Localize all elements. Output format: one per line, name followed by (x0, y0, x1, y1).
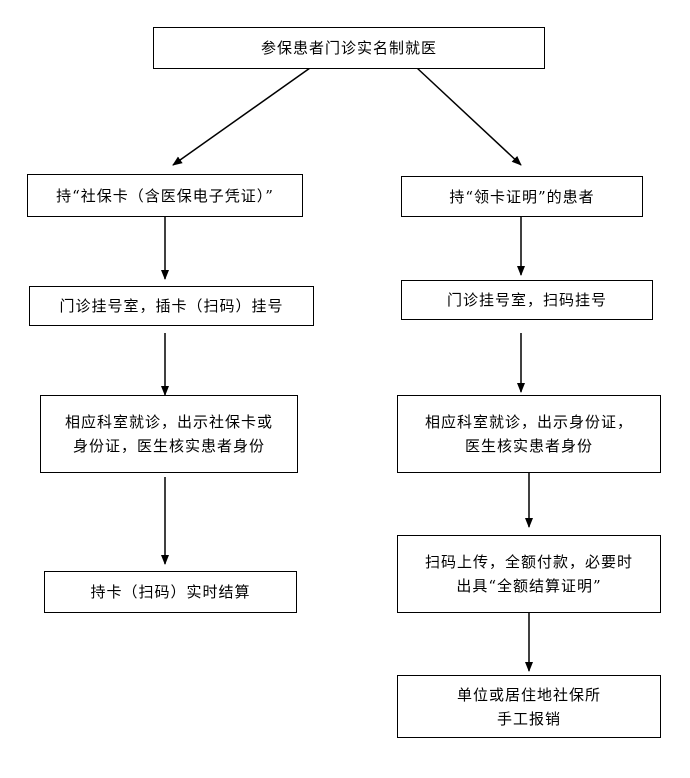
start-label: 参保患者门诊实名制就医 (260, 39, 437, 57)
right-step4-box: 扫码上传，全额付款，必要时 出具“全额结算证明” (397, 535, 661, 613)
right-step1-label: 持“领卡证明”的患者 (449, 187, 595, 206)
right-step3-label: 相应科室就诊，出示身份证， 医生核实患者身份 (424, 413, 633, 455)
left-step1-label: 持“社保卡（含医保电子凭证）” (56, 186, 274, 205)
left-step3-label: 相应科室就诊，出示社保卡或 身份证，医生核实患者身份 (64, 413, 273, 455)
right-step3-box: 相应科室就诊，出示身份证， 医生核实患者身份 (397, 395, 661, 473)
right-step2-label: 门诊挂号室，扫码挂号 (446, 291, 607, 309)
left-step3-box: 相应科室就诊，出示社保卡或 身份证，医生核实患者身份 (40, 395, 298, 473)
left-step4-box: 持卡（扫码）实时结算 (44, 571, 297, 613)
left-step2-box: 门诊挂号室，插卡（扫码）挂号 (29, 286, 314, 326)
left-step1-box: 持“社保卡（含医保电子凭证）” (27, 174, 303, 217)
arrow-start-to-left (172, 67, 311, 166)
right-step5-box: 单位或居住地社保所 手工报销 (397, 675, 661, 738)
right-step4-label: 扫码上传，全额付款，必要时 出具“全额结算证明” (424, 553, 633, 595)
right-step1-box: 持“领卡证明”的患者 (401, 176, 643, 217)
left-step2-label: 门诊挂号室，插卡（扫码）挂号 (59, 297, 284, 315)
left-step4-label: 持卡（扫码）实时结算 (90, 583, 251, 601)
right-step2-box: 门诊挂号室，扫码挂号 (401, 280, 653, 320)
start-box: 参保患者门诊实名制就医 (153, 27, 545, 69)
right-step5-label: 单位或居住地社保所 手工报销 (456, 685, 601, 728)
arrow-start-to-right (416, 67, 522, 166)
